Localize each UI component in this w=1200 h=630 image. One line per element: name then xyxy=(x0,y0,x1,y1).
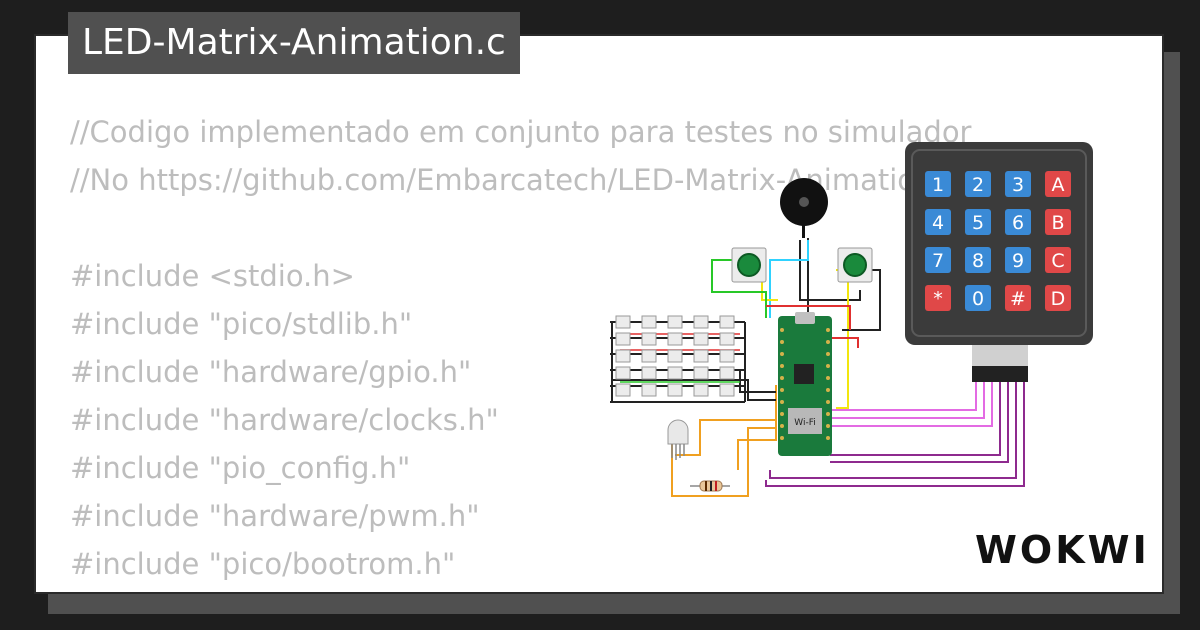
keypad-key: B xyxy=(1045,209,1071,235)
svg-text:D: D xyxy=(1051,288,1066,310)
resistor xyxy=(690,480,730,492)
keypad-key: A xyxy=(1045,171,1071,197)
svg-text:8: 8 xyxy=(972,250,984,272)
svg-text:7: 7 xyxy=(932,250,944,272)
keypad-key: 0 xyxy=(965,285,991,311)
keypad: 1 2 3 A 4 5 6 B 7 8 9 C * 0 # D xyxy=(905,142,1093,382)
svg-text:1: 1 xyxy=(932,174,944,196)
buzzer xyxy=(780,178,828,238)
svg-text:2: 2 xyxy=(972,174,984,196)
svg-text:0: 0 xyxy=(972,288,984,310)
keypad-key: 8 xyxy=(965,247,991,273)
wokwi-logo: WOKWI xyxy=(975,528,1150,572)
push-button-left xyxy=(731,247,767,283)
svg-text:*: * xyxy=(933,288,943,310)
keypad-key: C xyxy=(1045,247,1071,273)
svg-text:C: C xyxy=(1051,250,1064,272)
svg-text:#: # xyxy=(1010,288,1026,310)
led-matrix xyxy=(610,315,746,403)
code-line: #include "hardware/pwm.h" xyxy=(70,499,480,533)
keypad-key: 4 xyxy=(925,209,951,235)
code-line: #include "hardware/gpio.h" xyxy=(70,355,472,389)
svg-text:6: 6 xyxy=(1012,212,1024,234)
push-button-right xyxy=(837,247,873,283)
code-line: #include <stdio.h> xyxy=(70,259,355,293)
keypad-key: 3 xyxy=(1005,171,1031,197)
board-label: Wi-Fi xyxy=(794,418,815,428)
svg-text:A: A xyxy=(1052,174,1065,196)
svg-text:3: 3 xyxy=(1012,174,1024,196)
code-line: #include "pio_config.h" xyxy=(70,451,411,485)
keypad-key: * xyxy=(925,285,951,311)
code-line: #include "hardware/clocks.h" xyxy=(70,403,499,437)
keypad-key: 7 xyxy=(925,247,951,273)
rgb-led xyxy=(667,419,689,460)
keypad-key: # xyxy=(1005,285,1031,311)
wires xyxy=(612,238,1025,497)
svg-text:B: B xyxy=(1051,212,1064,234)
keypad-key: 5 xyxy=(965,209,991,235)
keypad-key: D xyxy=(1045,285,1071,311)
svg-text:5: 5 xyxy=(972,212,984,234)
keypad-key: 9 xyxy=(1005,247,1031,273)
keypad-keys: 1 2 3 A 4 5 6 B 7 8 9 C * 0 # D xyxy=(925,171,1071,311)
keypad-key: 1 xyxy=(925,171,951,197)
code-line: #include "pico/stdlib.h" xyxy=(70,307,413,341)
keypad-key: 6 xyxy=(1005,209,1031,235)
svg-text:4: 4 xyxy=(932,212,944,234)
keypad-key: 2 xyxy=(965,171,991,197)
svg-text:9: 9 xyxy=(1012,250,1024,272)
pico-w-board: Wi-Fi xyxy=(778,312,832,456)
project-title: LED-Matrix-Animation.c xyxy=(68,12,520,74)
code-line: #include "pico/bootrom.h" xyxy=(70,547,456,581)
code-line: //No https://github.com/Embarcatech/LED-… xyxy=(70,163,1059,197)
code-preview: //Codigo implementado em conjunto para t… xyxy=(70,108,1058,588)
code-line: //Codigo implementado em conjunto para t… xyxy=(70,115,972,149)
